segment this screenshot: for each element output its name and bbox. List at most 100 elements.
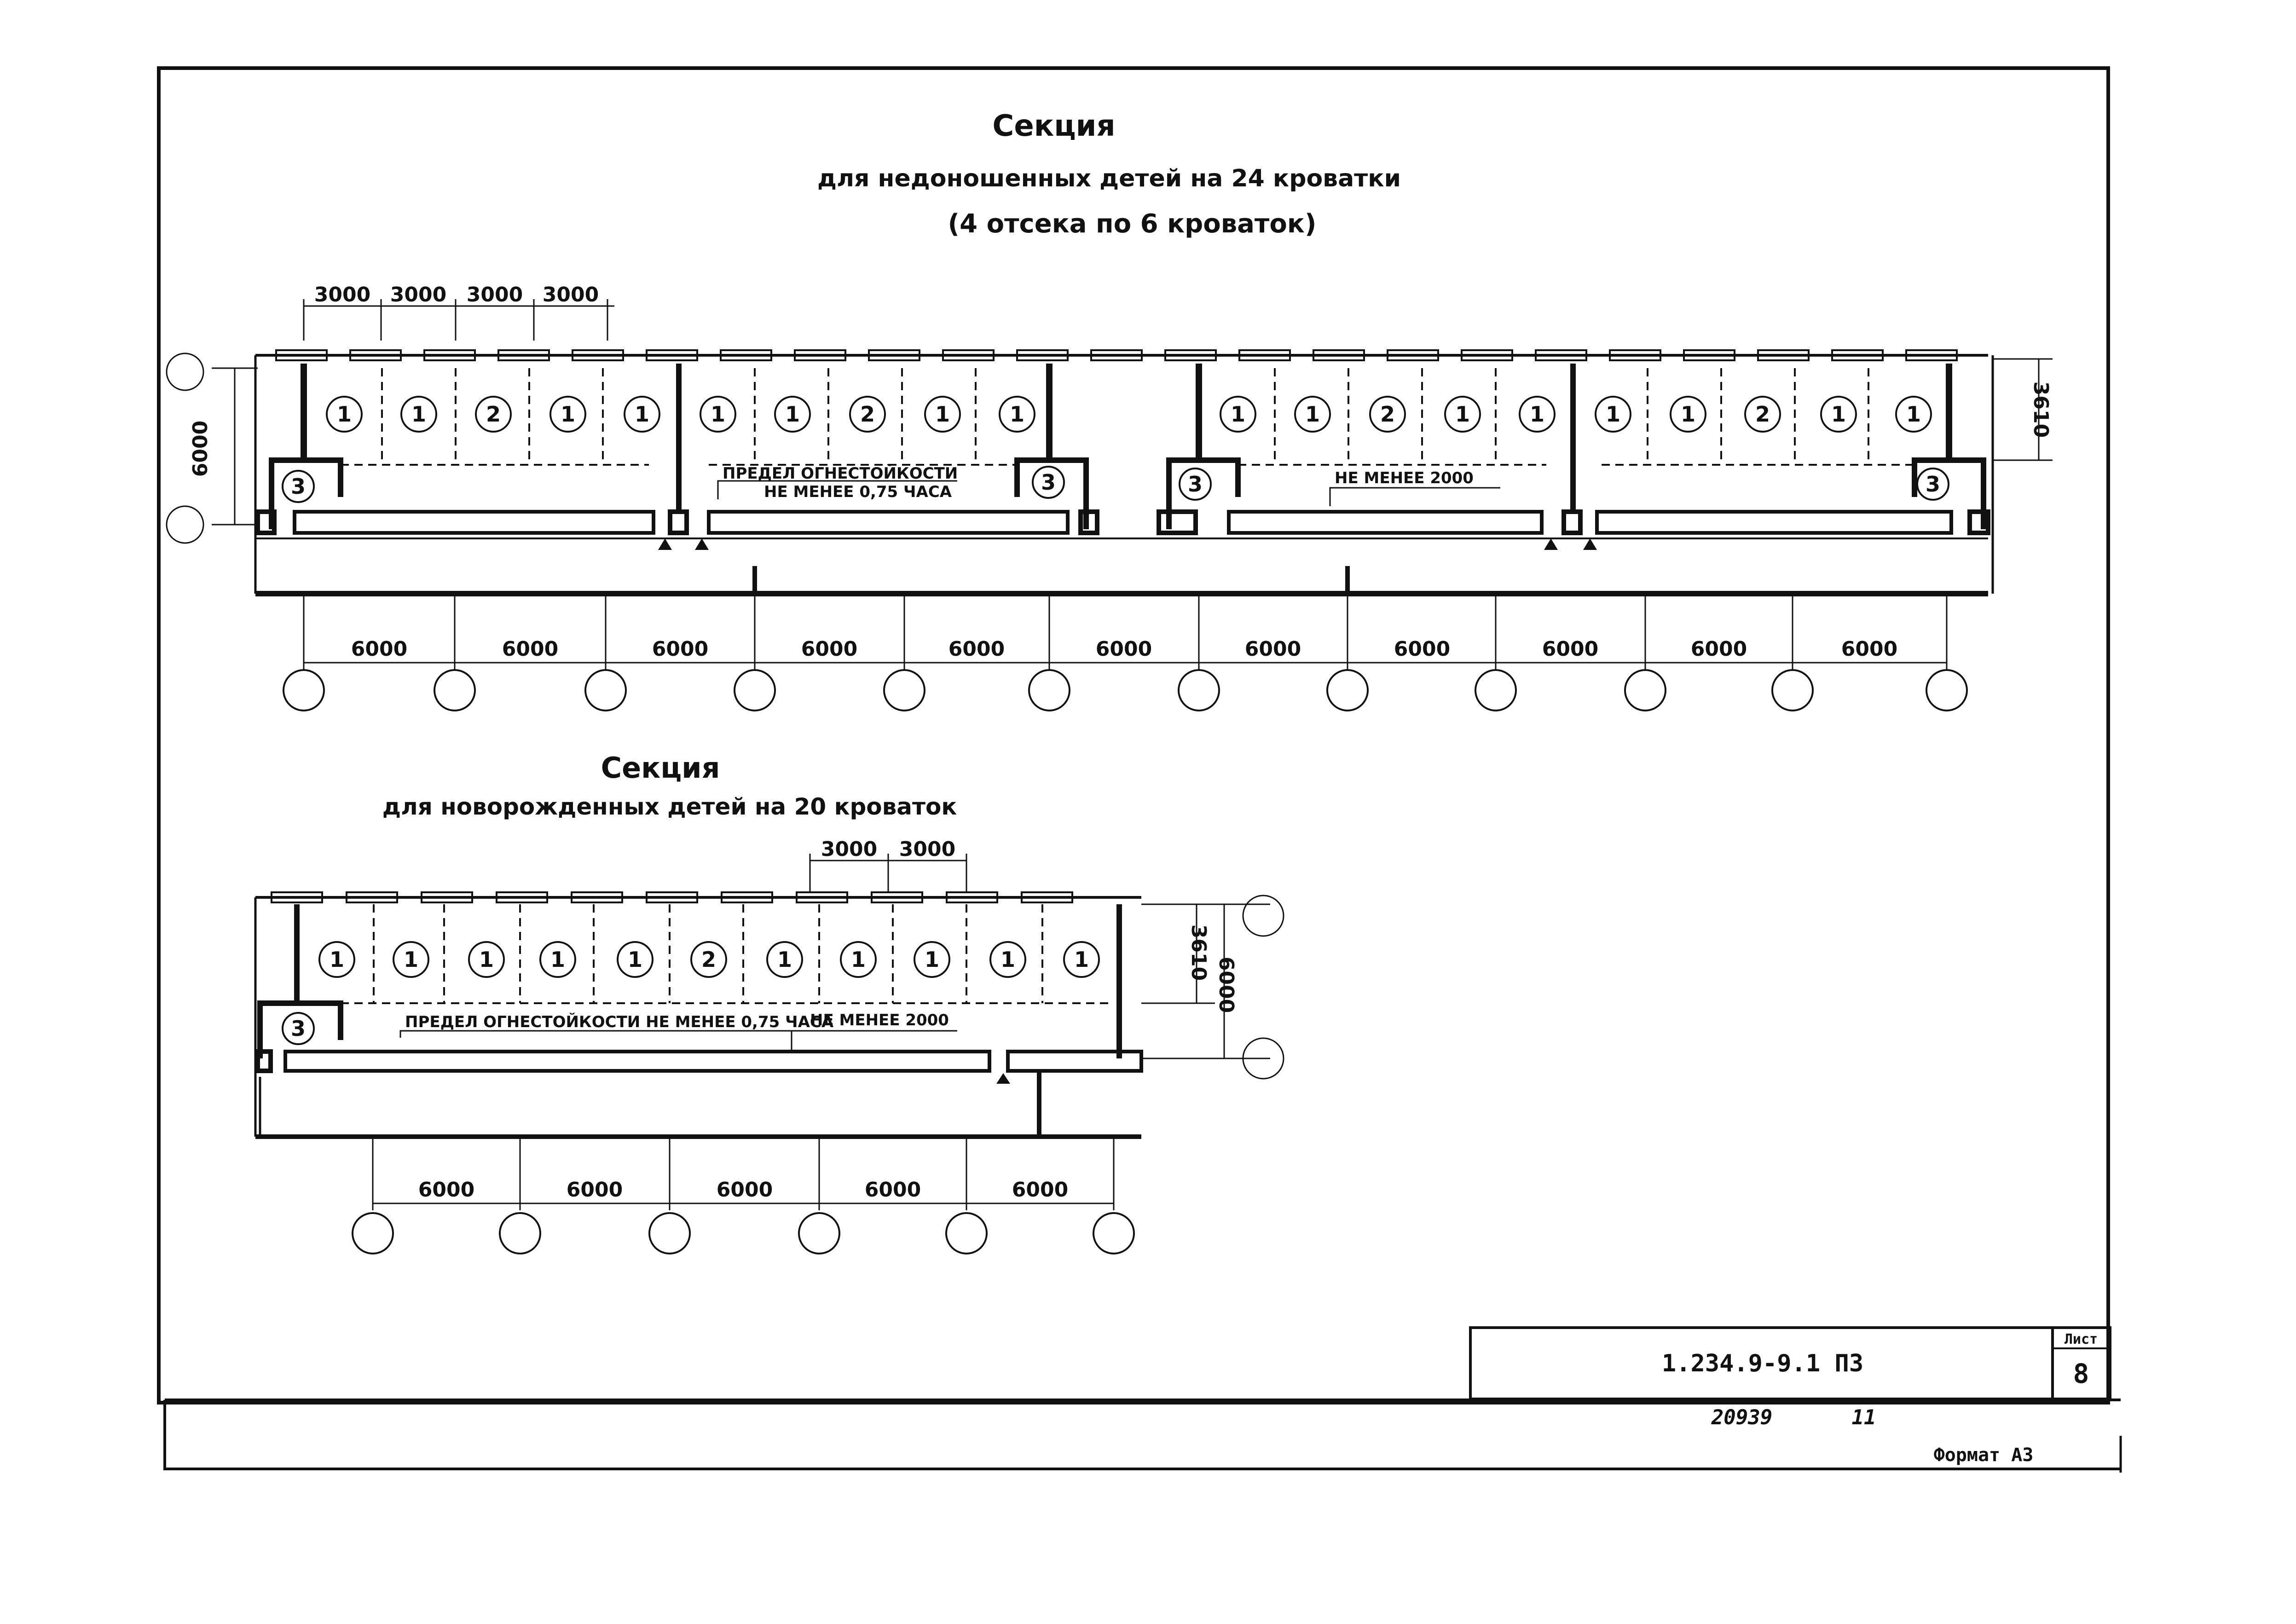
s1-bed-circle <box>1519 396 1556 433</box>
s1-bed-circle <box>400 396 437 433</box>
s1-right-dim: 3610 <box>2029 381 2053 438</box>
section2-labels: 3000 3000 3610 6000 ПРЕДЕЛ ОГНЕСТОЙКОСТИ… <box>282 838 1238 1202</box>
window <box>868 349 920 361</box>
s2-bed-label: 1 <box>628 947 642 972</box>
s1-nurse-2: 3 <box>1041 470 1056 495</box>
s1-bed-label: 1 <box>635 402 649 427</box>
window <box>1313 349 1365 361</box>
section1-header: Секция для недоношенных детей на 24 кров… <box>817 109 1401 239</box>
s1-bed-circle <box>1369 396 1406 433</box>
window <box>1238 349 1291 361</box>
s1-top-dim-2: 3000 <box>390 283 446 306</box>
s1-bottom-dim-10: 6000 <box>1691 637 1747 661</box>
s1-bottom-dim-11: 6000 <box>1841 637 1897 661</box>
s2-right-dim-2: 6000 <box>1215 957 1238 1013</box>
s1-bed-circle <box>999 396 1035 433</box>
s1-bed-label: 1 <box>1455 402 1470 427</box>
s2-bed-circle <box>617 941 654 978</box>
section2-title: Секция <box>601 751 720 785</box>
s1-bottom-dim-3: 6000 <box>652 637 708 661</box>
s2-bed-circle <box>766 941 803 978</box>
stamp-sheet-label: Лист <box>2065 1331 2098 1347</box>
s1-bed-circle <box>1670 396 1706 433</box>
section2-plan <box>254 854 1284 1254</box>
window <box>1387 349 1439 361</box>
window <box>497 349 550 361</box>
s1-bottom-dim-4: 6000 <box>801 637 857 661</box>
s1-bed-circle <box>1294 396 1331 433</box>
s2-bed-circle <box>989 941 1026 978</box>
s2-bottom-dim-1: 6000 <box>418 1178 474 1202</box>
s1-bottom-dim-6: 6000 <box>1096 637 1152 661</box>
s2-bed-label: 1 <box>330 947 344 972</box>
s1-top-dim-4: 3000 <box>543 283 599 306</box>
s2-bottom-dim-3: 6000 <box>717 1178 773 1202</box>
window <box>1905 349 1958 361</box>
s1-bed-label: 2 <box>1755 402 1770 427</box>
s1-top-dim-3: 3000 <box>467 283 523 306</box>
s1-nurse-1: 3 <box>291 474 306 499</box>
s2-bottom-dim-5: 6000 <box>1012 1178 1068 1202</box>
section1-windows <box>275 349 1958 361</box>
s1-bed-circle <box>774 396 811 433</box>
window <box>346 891 398 903</box>
s1-bed-label: 2 <box>860 402 875 427</box>
s1-bed-label: 1 <box>1530 402 1544 427</box>
s1-bed-label: 1 <box>561 402 575 427</box>
s2-bed-circle <box>914 941 950 978</box>
s2-bed-circle <box>393 941 429 978</box>
s1-bed-label: 1 <box>785 402 800 427</box>
s1-bed-circle <box>1595 396 1631 433</box>
s1-note-min: НЕ МЕНЕЕ 2000 <box>1335 469 1474 487</box>
s2-bed-label: 1 <box>925 947 939 972</box>
window <box>1090 349 1143 361</box>
window <box>1535 349 1587 361</box>
s1-bed-circle <box>475 396 512 433</box>
s1-top-dim-1: 3000 <box>314 283 370 306</box>
s1-bed-circle <box>1220 396 1256 433</box>
window <box>871 891 923 903</box>
s2-bed-circle <box>1063 941 1100 978</box>
window <box>571 891 623 903</box>
window <box>646 891 698 903</box>
s1-bed-label: 1 <box>1831 402 1846 427</box>
window <box>496 891 548 903</box>
s1-note-fire-2: НЕ МЕНЕЕ 0,75 ЧАСА <box>764 483 952 501</box>
stamp-inv-sub: 11 <box>1852 1406 1876 1429</box>
s1-bottom-dim-1: 6000 <box>351 637 407 661</box>
s1-bed-circle <box>1820 396 1857 433</box>
s2-bed-label: 1 <box>550 947 565 972</box>
section2-subtitle: для новорожденных детей на 20 кроваток <box>382 793 957 820</box>
s2-bed-circle <box>318 941 355 978</box>
s2-bed-label: 1 <box>851 947 866 972</box>
s1-bed-label: 1 <box>411 402 426 427</box>
s1-bed-circle <box>326 396 363 433</box>
s2-bed-circle <box>690 941 727 978</box>
window <box>271 891 323 903</box>
s2-bed-circle <box>539 941 576 978</box>
section1-subtitle-2: (4 отсека по 6 кроваток) <box>948 209 1317 239</box>
s1-note-fire-1: ПРЕДЕЛ ОГНЕСТОЙКОСТИ <box>723 464 958 483</box>
window <box>1831 349 1884 361</box>
section2-header: Секция для новорожденных детей на 20 кро… <box>382 751 957 820</box>
s2-bed-circle <box>468 941 505 978</box>
s1-bottom-dim-7: 6000 <box>1245 637 1301 661</box>
s2-bed-label: 1 <box>1001 947 1015 972</box>
window <box>646 349 698 361</box>
s1-bed-circle <box>700 396 736 433</box>
s2-right-dim-1: 3610 <box>1187 925 1210 981</box>
window <box>942 349 995 361</box>
window <box>1164 349 1217 361</box>
s1-bed-circle <box>1744 396 1781 433</box>
s2-bottom-dim-2: 6000 <box>567 1178 623 1202</box>
window <box>1461 349 1513 361</box>
s1-bed-label: 1 <box>711 402 725 427</box>
s1-bed-label: 1 <box>337 402 352 427</box>
title-block: 1.234.9-9.1 ПЗ Лист 8 20939 11 Формат А3 <box>1469 1326 2111 1466</box>
window <box>423 349 476 361</box>
s1-bed-label: 1 <box>1010 402 1024 427</box>
window <box>421 891 473 903</box>
window <box>572 349 624 361</box>
window <box>946 891 998 903</box>
